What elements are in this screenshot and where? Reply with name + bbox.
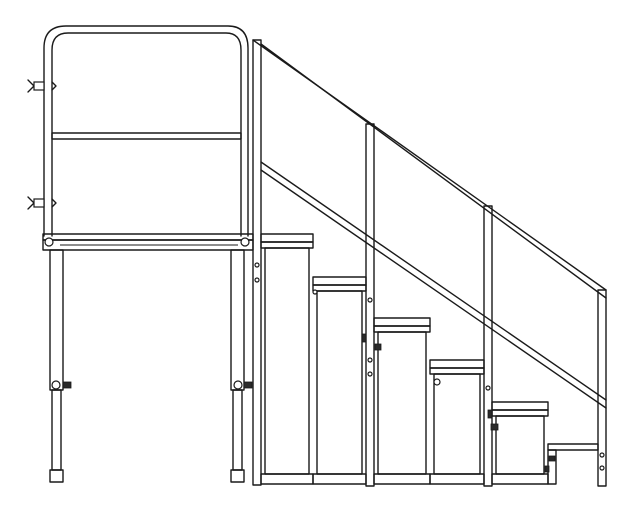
handrail-post-3 xyxy=(483,205,493,487)
handrail-post-2 xyxy=(365,123,375,487)
bottom-landing xyxy=(544,443,605,485)
platform-guard-rail xyxy=(43,25,249,237)
handrail-post-4 xyxy=(597,289,607,487)
step-5 xyxy=(487,401,549,485)
wing-nut-clamp-upper xyxy=(27,79,57,93)
step-4 xyxy=(429,359,491,485)
handrail-post-1 xyxy=(252,39,262,486)
step-3 xyxy=(361,317,431,485)
stair-handrail xyxy=(252,39,607,409)
platform-deck xyxy=(42,233,254,251)
step-2 xyxy=(312,276,373,485)
platform-leg-left xyxy=(49,249,72,483)
wing-nut-clamp-lower xyxy=(27,196,57,210)
step-1 xyxy=(254,233,314,485)
platform-leg-right xyxy=(230,249,253,483)
